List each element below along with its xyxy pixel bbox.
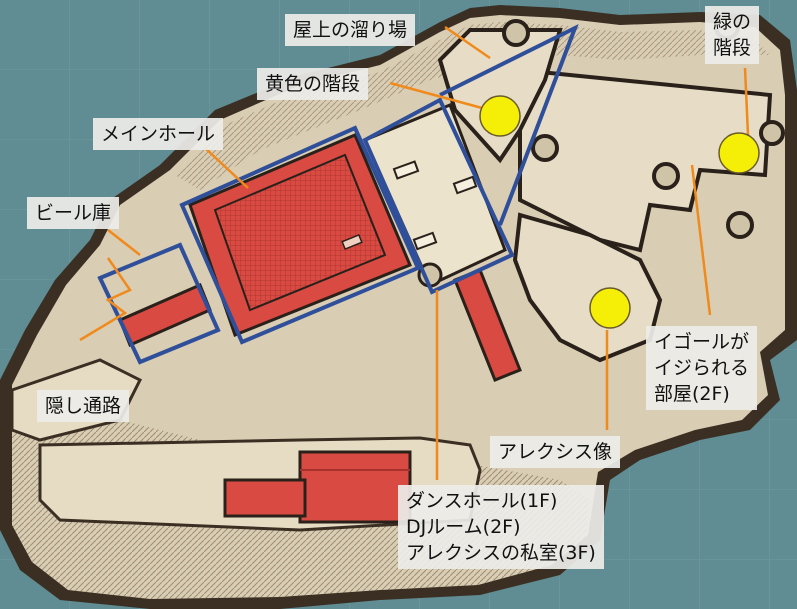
terrace-east	[512, 212, 663, 363]
label-alexis-statue: アレクシス像	[490, 436, 621, 468]
terrace-northeast	[518, 67, 773, 253]
label-igor-room: イゴールが イジられる 部屋(2F)	[646, 326, 758, 410]
label-green-stairs: 緑の 階段	[705, 6, 760, 64]
central-detail-3	[412, 231, 438, 251]
alexis-statue-marker	[589, 287, 631, 329]
yellow-stairs-marker	[479, 95, 521, 137]
label-igor-room-line2: イジられる	[654, 357, 750, 379]
label-dance-hall: ダンスホール(1F) DJルーム(2F) アレクシスの私室(3F)	[398, 485, 604, 569]
label-dance-hall-line1: ダンスホール(1F)	[406, 490, 558, 512]
label-beer-storage: ビール庫	[27, 197, 120, 229]
tower-5	[759, 120, 785, 146]
label-dance-hall-line3: アレクシスの私室(3F)	[406, 542, 596, 564]
leader-lines	[79, 25, 750, 480]
central-detail-1	[392, 160, 420, 180]
zone-rooftop	[439, 23, 579, 226]
label-main-hall: メインホール	[93, 118, 224, 150]
zone-main-hall	[179, 125, 421, 345]
label-secret-passage: 隠し通路	[37, 390, 130, 422]
dance-hall-building	[223, 450, 412, 524]
label-igor-room-line3: 部屋(2F)	[654, 383, 730, 405]
tower-4	[726, 211, 754, 239]
central-detail-2	[452, 175, 478, 195]
zone-beer-storage	[97, 242, 221, 365]
tower-3	[652, 162, 680, 190]
label-igor-room-line1: イゴールが	[654, 331, 750, 353]
label-green-stairs-line2: 階段	[713, 37, 752, 59]
label-dance-hall-line2: DJルーム(2F)	[406, 516, 521, 538]
zone-central	[362, 97, 515, 295]
label-yellow-stairs: 黄色の階段	[257, 68, 369, 100]
tower-2	[531, 134, 559, 162]
tower-1	[502, 19, 530, 47]
green-stairs-marker	[718, 132, 760, 174]
label-rooftop-pool: 屋上の溜り場	[285, 14, 416, 46]
label-green-stairs-line1: 緑の	[713, 11, 752, 33]
